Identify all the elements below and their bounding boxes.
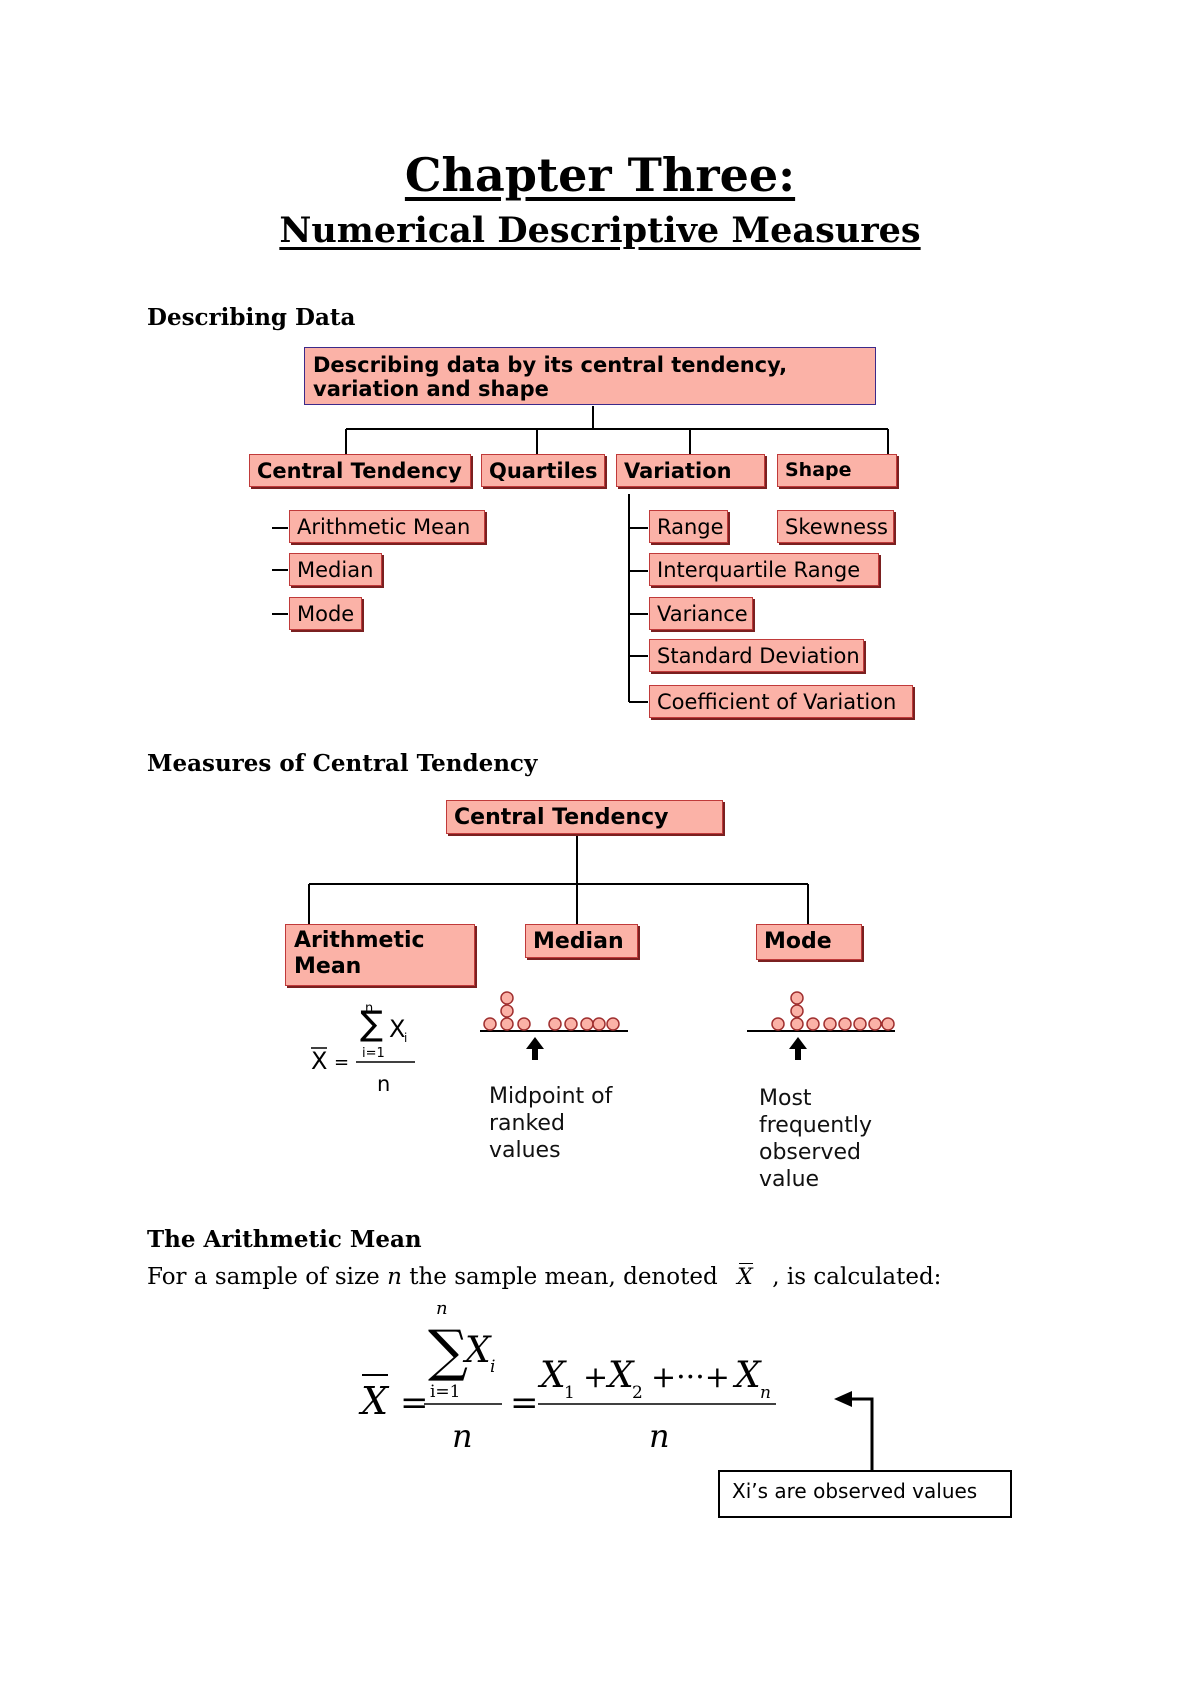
svg-text:n: n [649, 1417, 670, 1455]
xbar-symbol: X [737, 1263, 753, 1290]
svg-text:X: X [732, 1355, 762, 1396]
median-dot-plot [483, 991, 620, 1031]
mean-intro-a: For a sample of size [147, 1264, 380, 1290]
child-arithmetic-mean-line1: Arithmetic [294, 928, 425, 953]
mean-intro-paragraph: For a sample of size n the sample mean, … [147, 1263, 942, 1290]
mode-caption-line: value [759, 1167, 820, 1192]
mean-intro-n: n [387, 1264, 402, 1290]
note-arrow-icon [834, 1391, 874, 1472]
mode-caption: Most frequently observed value [759, 1085, 872, 1193]
svg-text:X: X [462, 1330, 492, 1371]
category-shape: Shape [777, 454, 897, 487]
mode-caption-line: observed [759, 1140, 861, 1165]
category-variation: Variation [616, 454, 765, 487]
svg-text:=: = [510, 1383, 539, 1423]
item-coefficient-of-variation: Coefficient of Variation [649, 685, 913, 718]
small-mean-formula: ∑ n i=1 X i X = n [311, 1001, 415, 1096]
svg-text:2: 2 [632, 1383, 643, 1403]
category-quartiles: Quartiles [481, 454, 605, 487]
central-tendency-root-box: Central Tendency [446, 800, 723, 834]
svg-text:1: 1 [564, 1383, 575, 1403]
item-range: Range [649, 510, 728, 543]
svg-text:n: n [365, 1001, 373, 1016]
section-heading-arithmetic-mean: The Arithmetic Mean [147, 1226, 422, 1253]
child-arithmetic-mean: Arithmetic Mean [285, 924, 475, 986]
item-skewness: Skewness [777, 510, 894, 543]
svg-text:n: n [452, 1417, 473, 1455]
svg-text:i: i [404, 1031, 407, 1045]
svg-text:i=1: i=1 [430, 1382, 461, 1402]
item-variance: Variance [649, 597, 753, 630]
mode-caption-line: Most [759, 1086, 812, 1111]
category-central-tendency: Central Tendency [249, 454, 471, 487]
svg-text:n: n [436, 1298, 448, 1319]
root-box-line2: variation and shape [313, 377, 549, 401]
mode-caption-line: frequently [759, 1113, 872, 1138]
median-caption: Midpoint of ranked values [489, 1083, 612, 1164]
svg-text:i: i [490, 1357, 495, 1377]
mode-dot-plot [771, 991, 895, 1031]
svg-text:∑: ∑ [360, 1004, 383, 1044]
svg-text:=: = [334, 1052, 349, 1073]
section-heading-central-tendency: Measures of Central Tendency [147, 750, 538, 777]
median-arrow-icon [526, 1037, 544, 1060]
svg-text:X: X [389, 1015, 405, 1043]
svg-text:X: X [358, 1379, 390, 1423]
section-heading-describing-data: Describing Data [147, 304, 356, 331]
child-mode: Mode [756, 924, 862, 960]
svg-text:=: = [400, 1383, 429, 1423]
describing-data-root-box: Describing data by its central tendency,… [304, 347, 876, 405]
mode-arrow-icon [789, 1037, 807, 1060]
svg-text:i=1: i=1 [362, 1046, 385, 1061]
svg-text:n: n [760, 1383, 771, 1403]
chapter-title: Chapter Three: [404, 148, 796, 202]
chapter-subtitle: Numerical Descriptive Measures [279, 210, 921, 251]
item-arithmetic-mean: Arithmetic Mean [289, 510, 485, 543]
child-median: Median [525, 924, 638, 958]
svg-text:∑: ∑ [428, 1319, 468, 1384]
root-box-line1: Describing data by its central tendency, [313, 353, 788, 377]
item-interquartile-range: Interquartile Range [649, 553, 879, 586]
svg-text:X: X [537, 1355, 567, 1396]
mean-intro-c: , is calculated: [772, 1264, 942, 1290]
child-arithmetic-mean-line2: Mean [294, 954, 362, 979]
median-caption-line: values [489, 1138, 561, 1163]
svg-text:X: X [605, 1355, 635, 1396]
svg-text:X: X [311, 1047, 327, 1075]
item-mode: Mode [289, 597, 362, 630]
observed-values-note: Xi’s are observed values [718, 1470, 1012, 1518]
svg-text:+: + [583, 1360, 608, 1395]
median-caption-line: ranked [489, 1111, 565, 1136]
item-median: Median [289, 553, 382, 586]
svg-text:n: n [377, 1072, 390, 1096]
median-caption-line: Midpoint of [489, 1084, 613, 1109]
item-standard-deviation: Standard Deviation [649, 639, 864, 672]
mean-intro-b: the sample mean, denoted [409, 1264, 718, 1290]
svg-text:+···+: +···+ [651, 1360, 730, 1395]
